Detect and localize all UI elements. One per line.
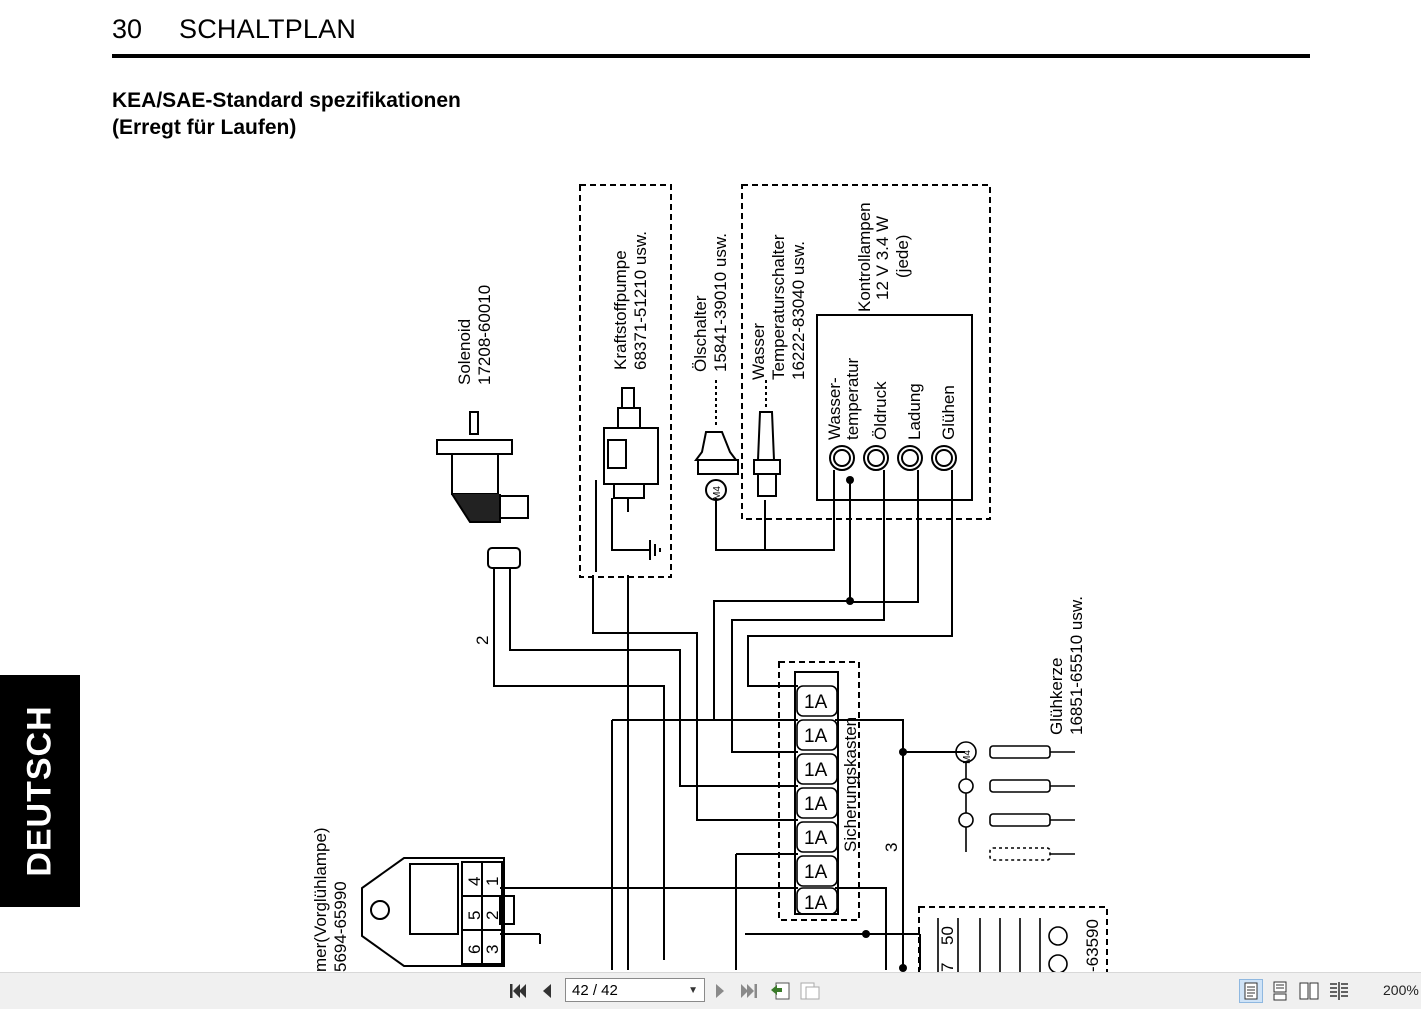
go-back-view-button[interactable]: [768, 979, 792, 1003]
timer-pin-3: 3: [483, 945, 502, 954]
zoom-level[interactable]: 200%: [1383, 982, 1419, 998]
facing-view-button[interactable]: [1297, 979, 1321, 1003]
single-page-icon: [1244, 982, 1258, 1000]
fuse-4: 1A: [804, 794, 828, 815]
chevron-down-icon: ▼: [688, 984, 698, 996]
fuse-3: 1A: [804, 760, 828, 781]
lamp-water-label: Wasser-: [825, 377, 844, 440]
first-page-button[interactable]: [506, 979, 530, 1003]
header-rule: [112, 54, 1310, 58]
fuse-5: 1A: [804, 828, 828, 849]
continuous-page-icon: [1273, 981, 1287, 1001]
continuous-facing-view-button[interactable]: [1327, 979, 1351, 1003]
subtitle-line-2: (Erregt für Laufen): [112, 116, 297, 139]
glowplug-icons: [955, 741, 1075, 861]
fuelpump-icon: [595, 387, 661, 572]
timer-unit-icon: [361, 857, 515, 967]
page-number: 30: [112, 14, 143, 44]
timer-part: 5694-65990: [331, 881, 350, 972]
water-switch-label: Wasser: [749, 323, 768, 380]
water-switch-label-2: Temperaturschalter: [769, 234, 788, 380]
timer-pin-1: 1: [483, 877, 502, 886]
m4-glow: M4: [962, 750, 973, 764]
water-switch-icon: [753, 380, 781, 497]
lamp-panel: [816, 314, 973, 501]
bottom-terminal-50: 50: [938, 926, 957, 945]
lamp-charge-label: Ladung: [905, 383, 924, 440]
m4-oil: M4: [712, 486, 723, 500]
previous-page-icon: [543, 984, 551, 998]
oil-switch-part: 15841-39010 usw.: [711, 233, 730, 372]
back-view-icon: [771, 982, 790, 1000]
oil-switch-label: Ölschalter: [691, 295, 710, 372]
solenoid-icon: [436, 411, 529, 569]
first-page-icon: [510, 984, 526, 998]
timer-pin-4: 4: [465, 877, 484, 886]
fusebox-outer: [778, 661, 860, 921]
fuelpump-part: 68371-51210 usw.: [631, 231, 650, 370]
lamps-spec: 12 V 3.4 W: [873, 216, 892, 300]
wire-number-2: 2: [473, 636, 492, 645]
language-tab: DEUTSCH: [0, 675, 80, 907]
single-page-view-button[interactable]: [1239, 979, 1263, 1003]
next-page-icon: [716, 984, 724, 998]
last-page-icon: [741, 984, 757, 998]
document-page: 30 SCHALTPLAN KEA/SAE-Standard spezifika…: [0, 14, 1310, 972]
lamp-glow-label: Glühen: [939, 385, 958, 440]
lamps-label: Kontrollampen: [855, 202, 874, 312]
solenoid-part: 17208-60010: [475, 285, 494, 385]
language-tab-label: DEUTSCH: [20, 705, 59, 877]
glowplug-part: 16851-65510 usw.: [1067, 596, 1086, 735]
water-switch-part: 16222-83040 usw.: [789, 241, 808, 380]
solenoid-label: Solenoid: [455, 319, 474, 385]
timer-pin-6: 6: [465, 945, 484, 954]
timer-label: mer(Vorglühlampe): [311, 827, 330, 972]
fuelpump-label: Kraftstoffpumpe: [611, 250, 630, 370]
subtitle-line-1: KEA/SAE-Standard spezifikationen: [112, 89, 461, 112]
fuse-7: 1A: [804, 893, 828, 914]
section-title: SCHALTPLAN: [179, 14, 357, 44]
timer-pin-5: 5: [465, 911, 484, 920]
viewer-toolbar: 42 / 42 ▼ 200%: [0, 972, 1421, 1009]
fuse-1: 1A: [804, 692, 828, 713]
fuse-6: 1A: [804, 862, 828, 883]
next-page-button[interactable]: [708, 979, 732, 1003]
last-page-button[interactable]: [737, 979, 761, 1003]
wiring-diagram: 1A 1A 1A 1A 1A 1A 1A: [311, 184, 1108, 972]
oil-switch-icon: [694, 380, 739, 501]
page-number-value: 42 / 42: [572, 981, 618, 999]
fuse-2: 1A: [804, 726, 828, 747]
glowplug-label: Glühkerze: [1047, 658, 1066, 735]
continuous-view-button[interactable]: [1268, 979, 1292, 1003]
fuelpump-box: [579, 184, 672, 578]
fusebox-label: Sicherungskasten: [841, 717, 860, 852]
lamps-each: (jede): [893, 235, 912, 278]
bottom-part: -63590: [1083, 919, 1102, 972]
forward-view-icon: [800, 982, 820, 1000]
previous-page-button[interactable]: [535, 979, 559, 1003]
bottom-terminal-7: 7: [938, 963, 957, 972]
fuses: [796, 685, 838, 915]
facing-pages-icon: [1299, 982, 1319, 1000]
wire-number-3: 3: [882, 843, 901, 852]
lamps-box: [741, 184, 991, 520]
page-number-select[interactable]: 42 / 42 ▼: [565, 978, 705, 1002]
lamp-oil-label: Öldruck: [871, 381, 890, 440]
timer-pin-2: 2: [483, 911, 502, 920]
continuous-facing-icon: [1330, 982, 1348, 1000]
go-forward-view-button[interactable]: [798, 979, 822, 1003]
lamp-water-label-2: temperatur: [843, 357, 862, 440]
